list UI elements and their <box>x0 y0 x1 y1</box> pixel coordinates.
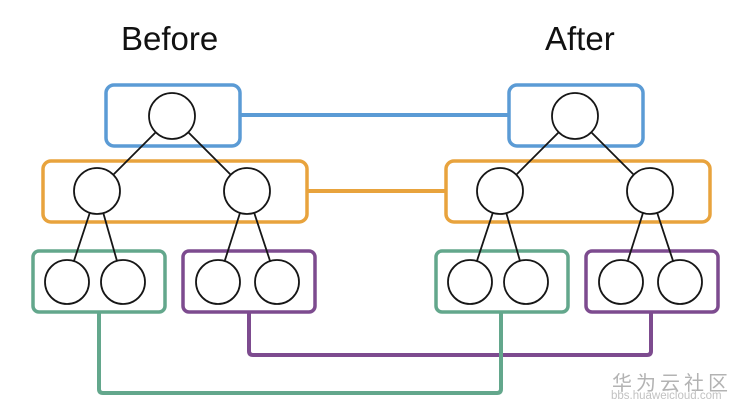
after-tree-nodes <box>447 92 703 305</box>
before-leaf-node-3 <box>195 259 241 305</box>
before-internal-node-right <box>223 167 271 215</box>
before-title: Before <box>121 20 219 57</box>
after-root-node <box>551 92 599 140</box>
connector-right-leaf-groups <box>247 311 653 357</box>
after-leaf-node-3 <box>598 259 644 305</box>
after-leaf-node-1 <box>447 259 493 305</box>
after-leaf-node-2 <box>503 259 549 305</box>
before-leaf-node-1 <box>44 259 90 305</box>
after-internal-node-right <box>626 167 674 215</box>
after-internal-node-left <box>476 167 524 215</box>
connector-left-leaf-groups <box>97 311 503 395</box>
after-title: After <box>545 20 615 57</box>
watermark-site-url: bbs.huaweicloud.com <box>611 390 722 402</box>
before-root-node <box>148 92 196 140</box>
after-leaf-node-4 <box>657 259 703 305</box>
before-leaf-node-2 <box>100 259 146 305</box>
before-leaf-node-4 <box>254 259 300 305</box>
before-tree-nodes <box>44 92 300 305</box>
before-internal-node-left <box>73 167 121 215</box>
watermark-community-name: 华为云社区 <box>612 373 732 395</box>
